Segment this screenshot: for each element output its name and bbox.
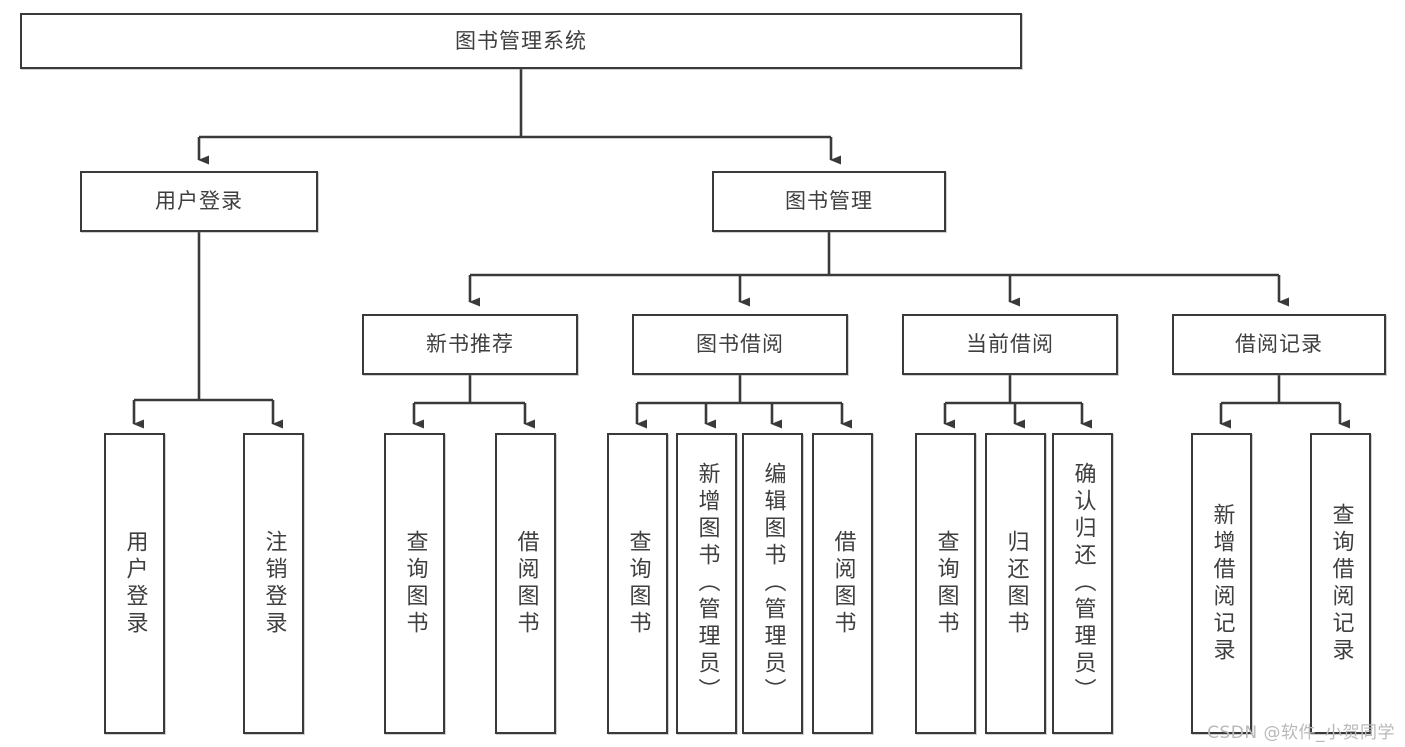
node-user-login[interactable]: 用户登录 (80, 171, 318, 232)
node-label: 借阅图书 (830, 529, 856, 638)
node-leaf-query-record[interactable]: 查询借阅记录 (1310, 433, 1371, 734)
node-label: 借阅图书 (513, 529, 539, 638)
node-label: 新书推荐 (426, 332, 514, 357)
node-leaf-add-record[interactable]: 新增借阅记录 (1191, 433, 1252, 734)
node-label: 查询图书 (933, 529, 959, 638)
node-root-system[interactable]: 图书管理系统 (20, 13, 1022, 69)
node-label: 图书管理 (785, 189, 873, 214)
node-label: 查询借阅记录 (1328, 502, 1354, 665)
node-leaf-query-book-3[interactable]: 查询图书 (915, 433, 976, 734)
node-label: 新增借阅记录 (1209, 502, 1235, 665)
node-borrow-record[interactable]: 借阅记录 (1172, 314, 1386, 375)
node-leaf-add-book[interactable]: 新增图书（管理员） (676, 433, 737, 734)
node-leaf-query-book-1[interactable]: 查询图书 (384, 433, 445, 734)
node-label: 用户登录 (122, 529, 148, 638)
node-leaf-query-book-2[interactable]: 查询图书 (607, 433, 668, 734)
node-label: 当前借阅 (966, 332, 1054, 357)
node-label: 用户登录 (155, 189, 243, 214)
node-leaf-return-book[interactable]: 归还图书 (985, 433, 1046, 734)
node-label: 新增图书（管理员） (694, 462, 720, 705)
node-leaf-borrow-book-2[interactable]: 借阅图书 (812, 433, 873, 734)
node-label: 编辑图书（管理员） (760, 462, 786, 705)
node-leaf-edit-book[interactable]: 编辑图书（管理员） (742, 433, 803, 734)
node-leaf-borrow-book-1[interactable]: 借阅图书 (495, 433, 556, 734)
node-label: 借阅记录 (1235, 332, 1323, 357)
node-new-book-rec[interactable]: 新书推荐 (362, 314, 578, 375)
node-label: 查询图书 (625, 529, 651, 638)
node-label: 确认归还（管理员） (1070, 462, 1096, 705)
node-label: 归还图书 (1003, 529, 1029, 638)
node-book-borrow[interactable]: 图书借阅 (632, 314, 848, 375)
node-label: 注销登录 (261, 529, 287, 638)
node-label: 查询图书 (402, 529, 428, 638)
node-leaf-user-login[interactable]: 用户登录 (104, 433, 165, 734)
node-leaf-confirm-return[interactable]: 确认归还（管理员） (1052, 433, 1113, 734)
node-book-manage[interactable]: 图书管理 (712, 171, 946, 232)
node-leaf-user-logout[interactable]: 注销登录 (243, 433, 304, 734)
node-label: 图书借阅 (696, 332, 784, 357)
node-current-borrow[interactable]: 当前借阅 (902, 314, 1118, 375)
node-label: 图书管理系统 (455, 28, 587, 53)
